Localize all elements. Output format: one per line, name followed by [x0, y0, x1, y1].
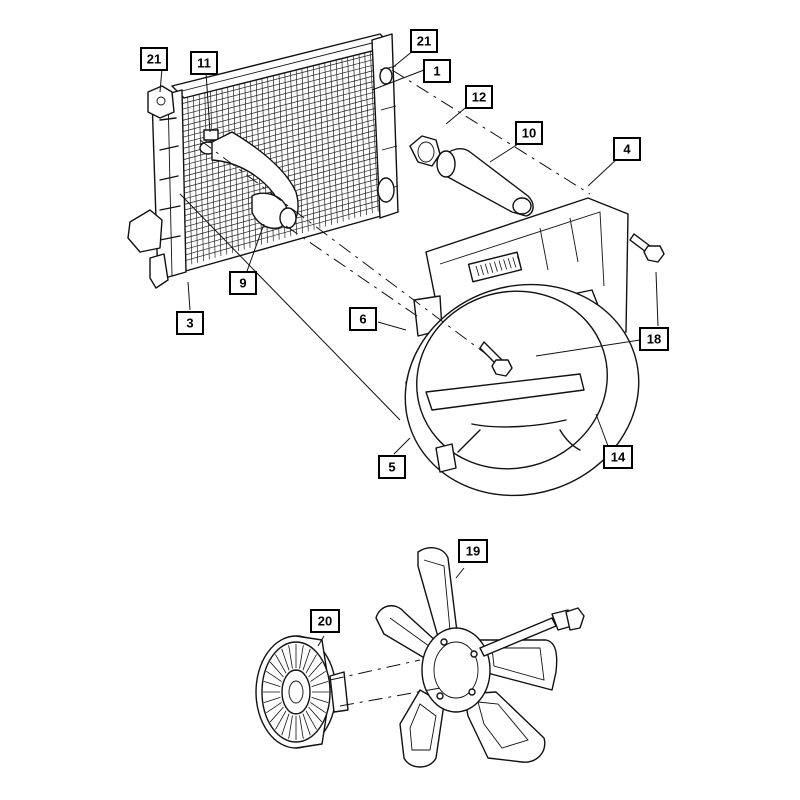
callout-18: 18 — [639, 327, 669, 351]
callout-label: 20 — [318, 614, 332, 629]
callout-10: 10 — [515, 121, 543, 145]
shroud-bolt — [479, 341, 513, 377]
hose-clamp — [409, 135, 441, 167]
callout-14: 14 — [603, 445, 633, 469]
callout-5: 5 — [378, 455, 406, 479]
callout-label: 19 — [466, 544, 480, 559]
callout-label: 18 — [647, 332, 661, 347]
callout-4: 4 — [613, 137, 641, 161]
upper-radiator-hose — [436, 148, 534, 217]
assembly-lines — [179, 69, 591, 707]
callout-21-radiator-bracket: 21 — [140, 47, 168, 71]
callout-11: 11 — [190, 51, 218, 75]
callout-20: 20 — [310, 609, 340, 633]
callout-label: 1 — [433, 64, 440, 79]
fan-clutch-fins — [263, 644, 329, 740]
lower-radiator-hose — [211, 131, 299, 229]
leader-lines — [159, 49, 659, 647]
fan-bolt — [479, 607, 585, 657]
callout-6: 6 — [349, 307, 377, 331]
callout-label: 21 — [147, 52, 161, 67]
callout-9: 9 — [229, 271, 257, 295]
callout-12: 12 — [465, 85, 493, 109]
shroud-label-plate — [475, 255, 521, 277]
callout-label: 12 — [472, 90, 486, 105]
shroud-bolt — [629, 233, 665, 263]
callout-3: 3 — [176, 311, 204, 335]
callout-21-radiator-fitting: 21 — [410, 29, 438, 53]
callout-label: 21 — [417, 34, 431, 49]
callout-label: 10 — [522, 126, 536, 141]
callout-label: 3 — [186, 316, 193, 331]
callout-label: 11 — [197, 56, 211, 71]
radiator — [127, 33, 399, 289]
fan-shroud — [404, 197, 640, 497]
callout-19: 19 — [458, 539, 488, 563]
fan-clutch — [255, 635, 349, 749]
fan-blade — [375, 547, 558, 768]
callout-label: 6 — [359, 312, 366, 327]
callout-label: 4 — [623, 142, 631, 157]
callout-label: 14 — [611, 450, 626, 465]
callout-label: 9 — [239, 276, 246, 291]
callout-1: 1 — [423, 59, 451, 83]
callout-label: 5 — [388, 460, 395, 475]
